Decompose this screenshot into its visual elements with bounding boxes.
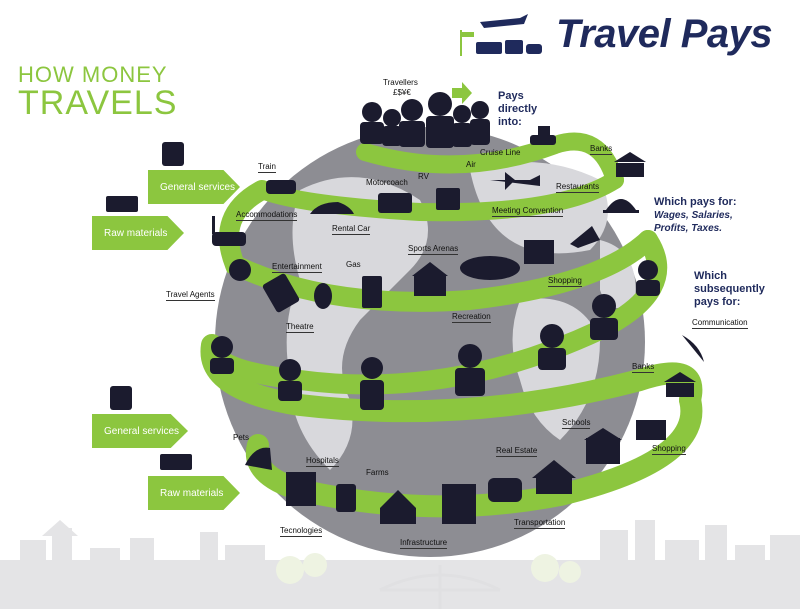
- label-accommodations: Accommodations: [236, 210, 298, 221]
- train-icon: [266, 180, 296, 194]
- rv-icon: [436, 188, 460, 210]
- which-pays-item-2: Profits, Taxes.: [654, 222, 737, 235]
- luggage-icon-top: [162, 142, 184, 166]
- shopping-bottom-icon: [636, 420, 666, 440]
- label-recreation: Recreation: [452, 312, 491, 323]
- general-services-arrow-top: General services: [148, 170, 240, 204]
- motorcoach-icon: [378, 193, 412, 213]
- school-icon: [584, 428, 622, 464]
- rental-car-icon: [310, 202, 354, 214]
- theatre-mask-icon: [314, 283, 332, 309]
- icons: [210, 92, 704, 524]
- bridge: [379, 565, 501, 609]
- label-banks-bottom: Banks: [632, 362, 655, 373]
- satellite-dish-icon: [682, 335, 704, 362]
- label-restaurants: Restaurants: [556, 182, 600, 193]
- label-tecnologies: Tecnologies: [280, 526, 323, 537]
- globe-stand-icon: [229, 259, 251, 281]
- label-rental-car: Rental Car: [332, 224, 371, 235]
- which-pays-item-2-text: Profits, Taxes.: [654, 223, 722, 234]
- city-skyline: [0, 520, 800, 609]
- bank-icon: [614, 152, 646, 177]
- restaurant-cloche-icon: [603, 199, 639, 213]
- which-pays-for-label: Which pays for: Wages, Salaries, Profits…: [654, 196, 737, 235]
- person-icons: [210, 294, 618, 410]
- pays-line-2: directly: [498, 103, 538, 115]
- house-dollar-icon: [532, 460, 576, 494]
- which-pays-item-1: Wages, Salaries,: [654, 209, 737, 222]
- label-motorcoach: Motorcoach: [366, 178, 408, 187]
- dog-icon: [245, 447, 272, 470]
- stadium-icon: [460, 256, 520, 280]
- road-icon: [442, 484, 476, 524]
- which-pays-item-1-text: Wages, Salaries,: [654, 210, 733, 221]
- label-train: Train: [258, 162, 276, 173]
- subsequently-line-1: Which: [694, 270, 727, 282]
- general-services-arrow-bottom: General services: [92, 414, 188, 448]
- tablet-icon: [262, 273, 300, 313]
- mine-cart-icon-bottom: [160, 454, 192, 470]
- shopping-mall-icon: [524, 240, 554, 264]
- label-communication: Communication: [692, 318, 748, 329]
- label-cruise-line: Cruise Line: [480, 148, 521, 157]
- label-air: Air: [466, 160, 476, 169]
- label-entertainment: Entertainment: [272, 262, 322, 273]
- pays-line-1: Pays: [498, 90, 524, 102]
- label-schools: Schools: [562, 418, 591, 429]
- label-theatre: Theatre: [286, 322, 314, 333]
- raw-materials-arrow-top: Raw materials: [92, 216, 184, 250]
- flow-arrow-green: [452, 82, 472, 104]
- label-real-estate: Real Estate: [496, 446, 538, 457]
- page-title: Travel Pays: [556, 12, 773, 56]
- cruise-ship-icon: [530, 126, 556, 145]
- label-pets: Pets: [233, 433, 250, 442]
- barn-icon: [380, 490, 416, 524]
- car-icon: [488, 478, 522, 502]
- hospital-icon: [286, 472, 316, 506]
- subsequently-line-2: subsequently: [694, 283, 765, 295]
- travellers-icon: [360, 92, 490, 148]
- currency-label: £$¥€: [393, 88, 411, 97]
- pays-directly-label: Pays directly into:: [498, 90, 537, 129]
- label-transportation: Transportation: [514, 518, 566, 529]
- how-money-heading: HOW MONEY: [18, 62, 168, 87]
- carousel-icon: [412, 262, 448, 296]
- label-shopping-top: Shopping: [548, 276, 582, 287]
- gas-pump-icon: [362, 276, 382, 308]
- label-rv: RV: [418, 172, 429, 181]
- bank-bottom-icon: [664, 372, 696, 397]
- trees: [276, 553, 581, 584]
- bathtub-icon: [212, 216, 246, 246]
- worker-icon: [636, 260, 660, 296]
- robot-icon: [336, 484, 356, 512]
- label-shopping-bottom: Shopping: [652, 444, 686, 455]
- label-infrastructure: Infrastructure: [400, 538, 448, 549]
- convention-building-icon: [570, 226, 600, 248]
- travels-heading: TRAVELS: [18, 84, 178, 122]
- label-farms: Farms: [366, 468, 389, 477]
- travellers-label: Travellers: [383, 78, 418, 87]
- raw-materials-arrow-bottom: Raw materials: [148, 476, 240, 510]
- mine-cart-icon-top: [106, 196, 138, 212]
- pays-line-3: into:: [498, 116, 522, 128]
- subsequently-line-3: pays for:: [694, 296, 741, 308]
- label-travel-agents: Travel Agents: [166, 290, 215, 301]
- which-pays-heading: Which pays for:: [654, 196, 737, 208]
- airplane-icon: [490, 172, 540, 190]
- label-banks-top: Banks: [590, 144, 613, 155]
- subsequently-label: Which subsequently pays for:: [694, 270, 765, 309]
- label-meeting-convention: Meeting Convention: [492, 206, 564, 217]
- luggage-icon-bottom: [110, 386, 132, 410]
- label-sports-arenas: Sports Arenas: [408, 244, 459, 255]
- label-gas: Gas: [346, 260, 361, 269]
- header-vehicles: [460, 14, 542, 56]
- label-hospitals: Hospitals: [306, 456, 339, 467]
